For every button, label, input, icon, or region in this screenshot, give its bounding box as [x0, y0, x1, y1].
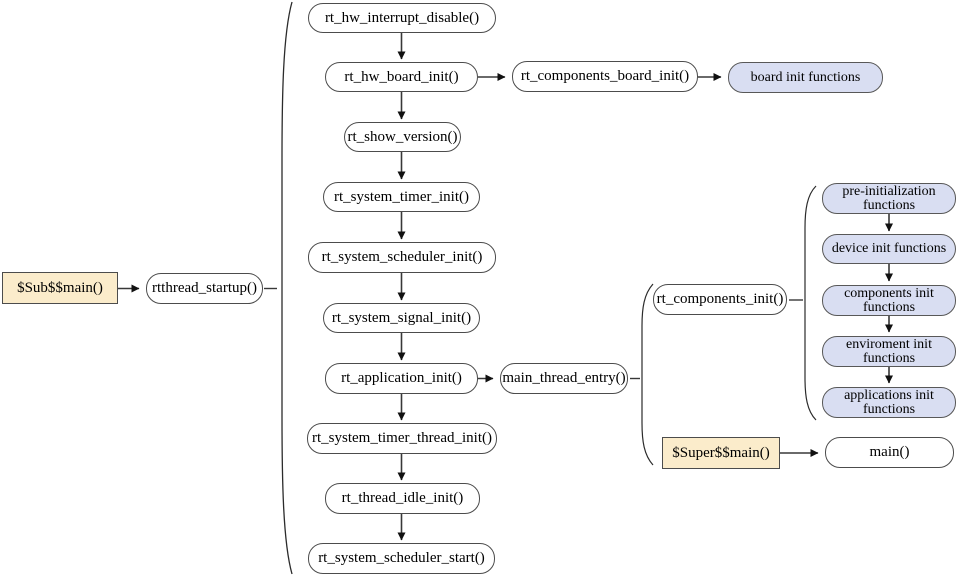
- node-components-init-functions: components init functions: [822, 285, 956, 316]
- node-board-init-functions: board init functions: [728, 62, 883, 93]
- node-sub-main: $Sub$$main(): [2, 272, 118, 304]
- node-rt-show-version: rt_show_version(): [344, 122, 461, 152]
- node-rt-thread-idle-init: rt_thread_idle_init(): [325, 483, 480, 514]
- node-label: applications init functions: [844, 387, 934, 417]
- node-label: rt_system_scheduler_start(): [318, 550, 485, 566]
- brace-connector-dashes: [264, 287, 803, 380]
- node-rt-system-timer-init: rt_system_timer_init(): [323, 182, 480, 212]
- node-label: components init functions: [844, 285, 934, 315]
- node-label: rt_hw_interrupt_disable(): [324, 9, 480, 26]
- brace-main-thread-entry: [641, 283, 654, 466]
- node-label: enviroment init functions: [846, 336, 932, 366]
- node-label: $Sub$$main(): [17, 279, 103, 296]
- node-applications-init-functions: applications init functions: [822, 387, 956, 418]
- node-rtthread-startup: rtthread_startup(): [146, 273, 263, 304]
- node-label: rtthread_startup(): [152, 280, 257, 296]
- node-rt-components-init: rt_components_init(): [653, 284, 787, 315]
- node-label: rt_hw_board_init(): [344, 68, 459, 85]
- node-label: rt_components_init(): [656, 291, 784, 307]
- node-rt-hw-board-init: rt_hw_board_init(): [325, 62, 478, 92]
- node-label: $Super$$main(): [672, 444, 770, 461]
- node-pre-initialization-functions: pre-initialization functions: [822, 183, 956, 214]
- node-rt-hw-interrupt-disable: rt_hw_interrupt_disable(): [308, 3, 496, 33]
- node-label: rt_components_board_init(): [520, 68, 690, 84]
- node-label: rt_system_timer_init(): [334, 188, 469, 205]
- node-main: main(): [825, 437, 954, 468]
- node-device-init-functions: device init functions: [822, 234, 956, 264]
- node-label: main(): [869, 444, 910, 460]
- node-main-thread-entry: main_thread_entry(): [500, 363, 628, 394]
- node-label: rt_system_signal_init(): [331, 309, 472, 326]
- node-rt-system-scheduler-init: rt_system_scheduler_init(): [308, 242, 496, 273]
- node-label: rt_thread_idle_init(): [341, 490, 464, 506]
- node-rt-system-scheduler-start: rt_system_scheduler_start(): [308, 543, 495, 574]
- node-label: main_thread_entry(): [502, 370, 626, 386]
- node-label: rt_system_timer_thread_init(): [312, 430, 492, 446]
- node-label: device init functions: [831, 241, 947, 256]
- horizontal-arrows: [118, 73, 819, 457]
- node-rt-system-signal-init: rt_system_signal_init(): [323, 303, 480, 333]
- node-rt-components-board-init: rt_components_board_init(): [512, 61, 698, 92]
- node-label: rt_system_scheduler_init(): [321, 249, 483, 265]
- node-rt-application-init: rt_application_init(): [325, 363, 478, 394]
- node-label: rt_show_version(): [347, 128, 458, 145]
- node-label: rt_application_init(): [341, 370, 462, 386]
- brace-rtthread-startup: [281, 1, 293, 575]
- brace-rt-components-init: [804, 185, 817, 421]
- node-label: board init functions: [750, 69, 861, 85]
- node-enviroment-init-functions: enviroment init functions: [822, 336, 956, 367]
- node-super-main: $Super$$main(): [662, 437, 780, 469]
- node-rt-system-timer-thread-init: rt_system_timer_thread_init(): [307, 423, 497, 454]
- node-label: pre-initialization functions: [842, 183, 936, 213]
